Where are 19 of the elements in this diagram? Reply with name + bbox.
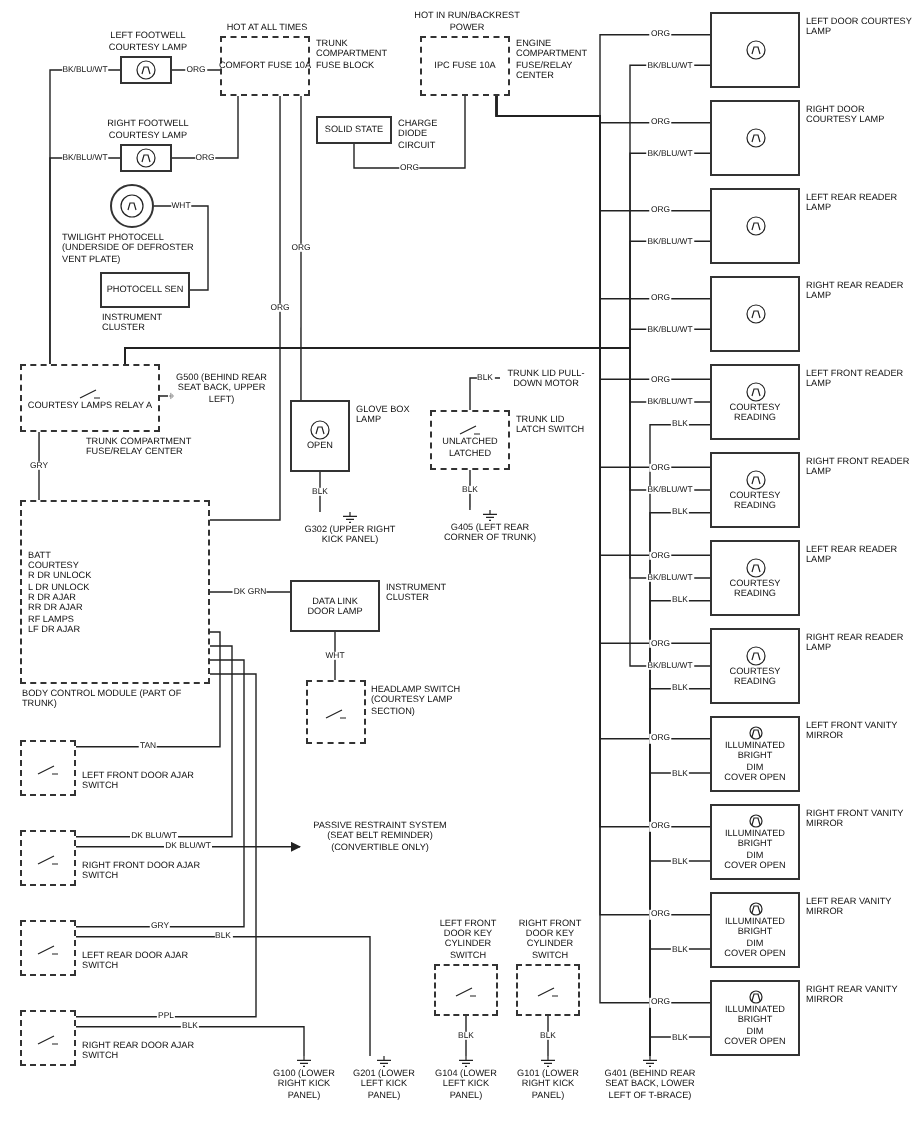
wire: [75, 631, 221, 748]
wire: [353, 95, 466, 169]
wire: [75, 645, 233, 838]
wire: [547, 1015, 549, 1057]
wire: [75, 659, 245, 928]
wire: [159, 395, 169, 397]
wire: [75, 936, 371, 1057]
wire: [334, 631, 336, 681]
wire: [124, 347, 711, 667]
wire: [153, 205, 209, 291]
wire: [465, 1015, 467, 1057]
wire: [300, 95, 302, 401]
wire: [319, 471, 321, 513]
wire: [649, 1036, 711, 1057]
wire: [75, 1026, 305, 1057]
wire: [171, 95, 239, 159]
wire: [38, 431, 40, 501]
wire: [75, 673, 257, 1018]
wire: [209, 95, 281, 521]
